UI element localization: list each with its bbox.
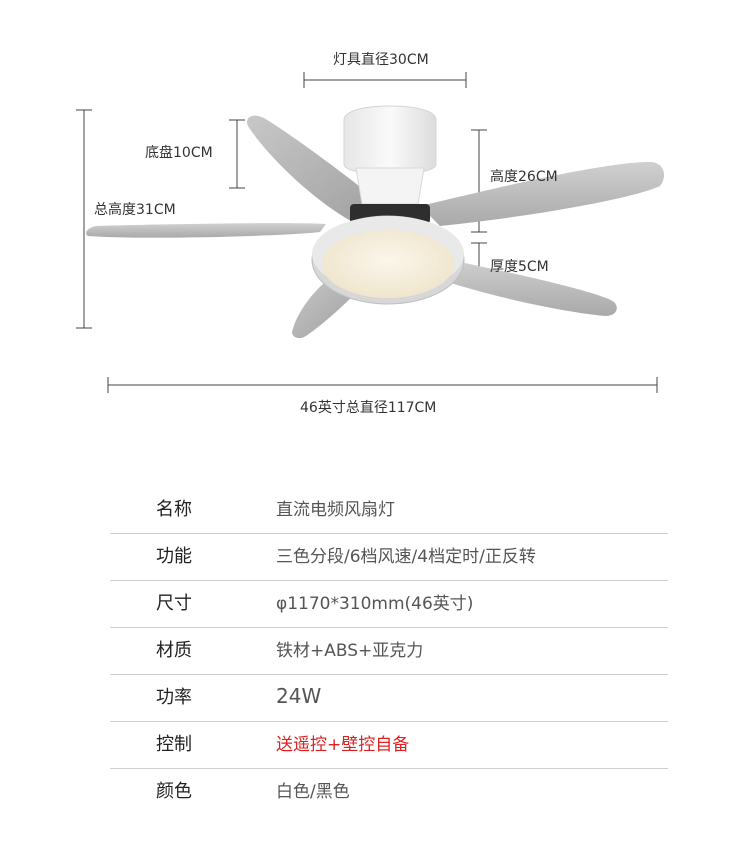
spec-row-material: 材质 铁材+ABS+亚克力	[110, 628, 668, 675]
spec-table: 名称 直流电频风扇灯 功能 三色分段/6档风速/4档定时/正反转 尺寸 φ117…	[110, 487, 668, 815]
product-dimension-diagram: 灯具直径30CM 底盘10CM 总高度31CM 高度26CM 厚度5CM 46英…	[76, 52, 665, 416]
spec-label: 功能	[156, 546, 192, 567]
spec-value: 三色分段/6档风速/4档定时/正反转	[276, 547, 536, 567]
spec-value: 直流电频风扇灯	[276, 500, 395, 520]
spec-label: 控制	[156, 734, 192, 755]
canopy	[343, 105, 437, 175]
motor-housing	[355, 167, 425, 205]
spec-value: 铁材+ABS+亚克力	[276, 641, 424, 661]
spec-row-color: 颜色 白色/黑色	[110, 769, 668, 815]
spec-value: 白色/黑色	[276, 782, 350, 802]
spec-row-name: 名称 直流电频风扇灯	[110, 487, 668, 534]
total-diameter-label: 46英寸总直径117CM	[300, 400, 437, 416]
lamp-diffuser	[322, 230, 454, 298]
fan-blade-bottom-right	[430, 258, 617, 316]
fan-blade-top-left	[246, 115, 392, 226]
base-height-label: 底盘10CM	[145, 145, 213, 161]
spec-row-size: 尺寸 φ1170*310mm(46英寸)	[110, 581, 668, 628]
height-label: 高度26CM	[490, 169, 558, 185]
lamp-diameter-label: 灯具直径30CM	[333, 52, 429, 68]
spec-value: 送遥控+壁控自备	[276, 735, 410, 755]
spec-label: 名称	[156, 499, 192, 520]
fan-illustration	[76, 72, 665, 393]
thickness-label: 厚度5CM	[490, 259, 549, 275]
spec-label: 尺寸	[156, 593, 192, 614]
spec-label: 颜色	[156, 781, 192, 802]
spec-label: 功率	[156, 687, 192, 708]
spec-value: φ1170*310mm(46英寸)	[276, 594, 474, 614]
total-height-label: 总高度31CM	[94, 202, 176, 218]
spec-row-function: 功能 三色分段/6档风速/4档定时/正反转	[110, 534, 668, 581]
fan-blade-left	[86, 223, 326, 238]
spec-row-control: 控制 送遥控+壁控自备	[110, 722, 668, 769]
fan-blade-right	[420, 162, 665, 226]
spec-value: 24W	[276, 684, 322, 708]
spec-row-power: 功率 24W	[110, 675, 668, 722]
spec-label: 材质	[156, 640, 192, 661]
